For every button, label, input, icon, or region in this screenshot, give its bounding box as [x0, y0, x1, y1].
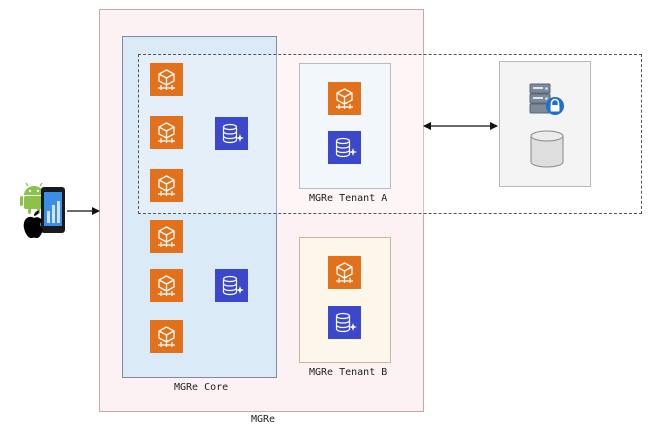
compute-icon	[150, 269, 183, 302]
compute-icon	[150, 320, 183, 353]
compute-icon	[328, 256, 361, 289]
compute-icon	[150, 169, 183, 202]
compute-icon	[328, 82, 361, 115]
mgre-core-label: MGRe Core	[174, 382, 229, 393]
mgre-core-container	[122, 36, 277, 378]
database-icon	[328, 131, 361, 164]
storage-cylinder-icon	[530, 130, 564, 168]
compute-icon	[150, 63, 183, 96]
database-icon	[215, 269, 248, 302]
database-icon	[215, 117, 248, 150]
tenant-a-label: MGRe Tenant A	[309, 193, 388, 204]
server-with-lock-icon	[528, 82, 566, 116]
mgre-label: MGRe	[251, 414, 276, 425]
tenant-b-label: MGRe Tenant B	[309, 367, 388, 378]
compute-icon	[150, 220, 183, 253]
tenant-b-container	[299, 237, 391, 363]
mobile-client-icon	[20, 181, 68, 241]
database-icon	[328, 306, 361, 339]
compute-icon	[150, 116, 183, 149]
